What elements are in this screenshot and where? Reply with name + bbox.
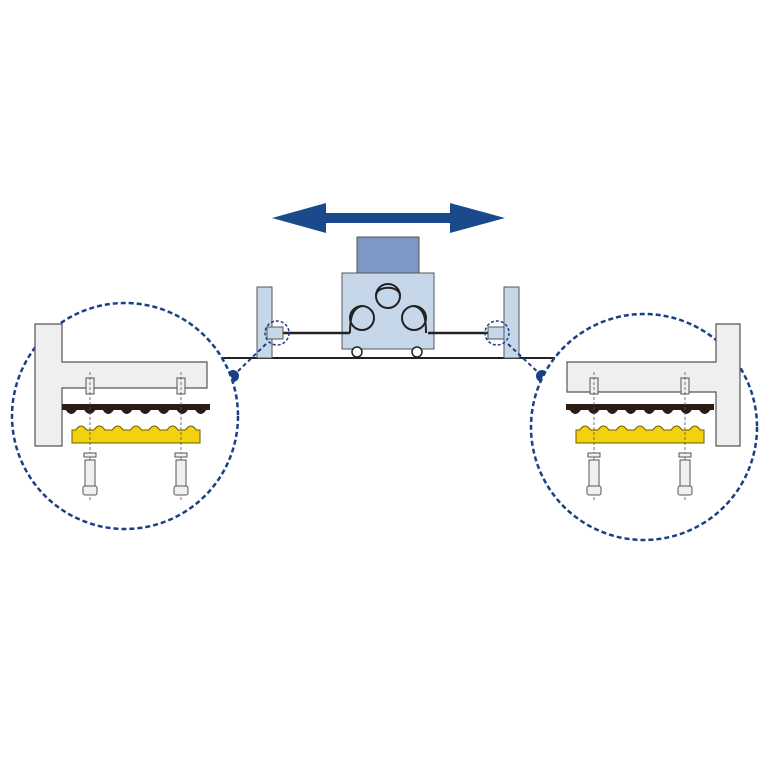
callout-right <box>529 312 759 542</box>
carriage-block <box>341 272 435 350</box>
wheel-left <box>351 346 363 358</box>
callout-right-belt <box>566 404 714 414</box>
left-clamp-marker <box>264 320 290 346</box>
callout-right-clamp <box>575 425 705 444</box>
callout-left <box>10 301 240 531</box>
callout-left-clamp <box>71 425 201 444</box>
right-post <box>503 286 520 359</box>
right-leader-line <box>507 343 543 377</box>
motor-block <box>356 236 420 274</box>
callout-left-bracket <box>34 323 208 447</box>
screw-icon <box>677 372 693 500</box>
left-leader-line <box>232 343 267 377</box>
left-post <box>256 286 273 359</box>
double-arrow-icon <box>272 203 505 233</box>
pulley-icon <box>349 283 427 334</box>
screw-icon <box>173 372 189 500</box>
wheel-right <box>411 346 423 358</box>
screw-icon <box>82 372 98 500</box>
screw-icon <box>586 372 602 500</box>
callout-right-bracket <box>566 323 741 447</box>
right-clamp-marker <box>484 320 510 346</box>
callout-left-belt <box>62 404 210 414</box>
